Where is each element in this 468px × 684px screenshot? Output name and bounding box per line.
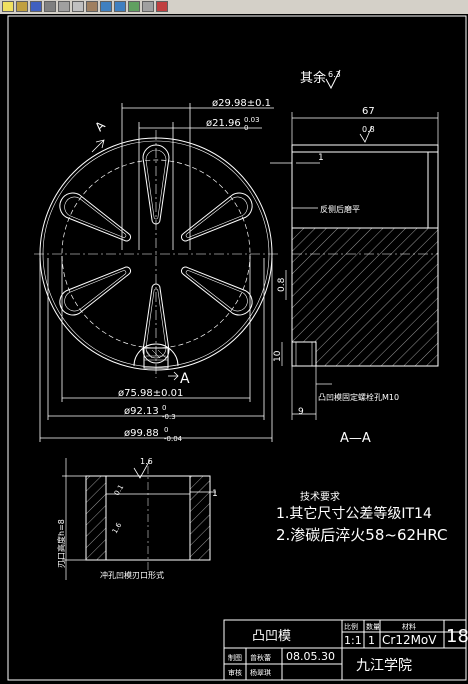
tb-checked-by: 杨翠琪 [250,668,271,677]
title-block-text: 凸凹模 比例 数量 材料 1:1 1 Cr12MoV 18 制图 曾秋蕾 08.… [228,622,468,677]
dim-length: 67 [362,106,375,117]
dim-d4-tol-lo: -0.3 [162,413,176,421]
req-item2: 2.渗碳后淬火58~62HRC [276,526,447,544]
slot-inner-6 [64,196,127,238]
slot-inner-1 [145,149,167,220]
slot-3 [180,266,253,316]
plan-view [34,130,280,378]
roughness-rest-value: 6.3 [328,70,341,79]
dim-d4: ø92.13 [124,406,159,417]
cad-drawing: ø29.98±0.1 ø21.96 0.03 0 ø75.98±0.01 ø92… [0,14,468,684]
section-screw-thread [295,342,313,366]
toolbar [0,0,468,15]
undo-icon[interactable] [100,1,112,12]
section-screw-hole [291,341,317,367]
tb-check-label: 审核 [228,668,242,677]
dim-gap: 1 [318,153,324,163]
detail-one: 1 [212,489,218,499]
screw-boss [133,343,179,367]
save-icon[interactable] [30,1,42,12]
roughness-rest-label: 其余 [300,70,326,86]
new-icon[interactable] [2,1,14,12]
paste-icon[interactable] [86,1,98,12]
screw-hole [143,347,169,369]
tb-drawn-label: 制图 [228,653,242,662]
dim-d1: ø29.98±0.1 [212,98,271,109]
section-dim-text: 67 0.8 1 反侧后磨平 0.8 10 9 凸凹模固定螺栓孔M10 A—A [273,106,399,446]
roughness-rest: 其余 6.3 [300,69,341,90]
dim-rough: 0.8 [362,125,375,134]
slot-1 [142,144,170,225]
open-icon[interactable] [16,1,28,12]
print-icon[interactable] [44,1,56,12]
plan-dimensions [39,103,274,442]
dim-d4-tol: 0 [162,404,166,412]
tb-mat-label: 材料 [402,622,416,631]
section-mark-a-bottom: A [180,371,190,387]
tb-part-name: 凸凹模 [252,629,291,644]
detail-roughness-icon [133,459,151,479]
tech-requirements: 技术要求 1.其它尺寸公差等级IT14 2.渗碳后淬火58~62HRC [276,490,447,544]
slot-inner-3 [185,270,248,312]
tb-drawn-by: 曾秋蕾 [250,653,271,662]
dim-nine: 9 [298,407,304,417]
tb-scale: 1:1 [344,634,362,647]
dim-d2: ø21.96 [206,118,241,129]
req-item1: 1.其它尺寸公差等级IT14 [276,505,432,522]
title-block [223,619,467,681]
slot-inner-5 [64,270,127,312]
slot-inner-2 [185,196,248,238]
detail-h: 刃口高度h=8 [56,519,66,568]
detail-view [62,458,216,580]
section-outline [291,144,439,367]
title-block-frame [223,619,467,681]
dim-side-08: 0.8 [277,277,287,292]
copy-icon[interactable] [72,1,84,12]
dim-d3: ø75.98±0.01 [118,388,183,399]
dim-d2-tol-lo: 0 [244,124,248,132]
zoom-icon[interactable] [128,1,140,12]
dim-d5-tol: 0 [164,426,168,434]
note-flatten: 反侧后磨平 [320,204,360,214]
detail-rough: 1.6 [140,457,153,466]
section-label: A—A [340,431,371,446]
slot-2 [180,192,253,242]
dim-d5-tol-lo: -0.04 [164,435,183,443]
section-view [270,112,439,420]
detail-caption: 冲孔凹模刃口形式 [100,570,164,580]
tb-sheet: 18 [446,626,468,647]
req-title: 技术要求 [300,490,340,503]
plan-dim-text: ø29.98±0.1 ø21.96 0.03 0 ø75.98±0.01 ø92… [92,98,271,443]
screw-thread [144,355,168,361]
tb-material: Cr12MoV [382,633,437,647]
slot-inner-4 [145,288,167,359]
cut-icon[interactable] [58,1,70,12]
redo-icon[interactable] [114,1,126,12]
tb-scale-label: 比例 [344,622,358,631]
roughness-symbol-icon [325,69,341,90]
screw-hatch [145,349,167,359]
dim-d2-tol: 0.03 [244,116,260,124]
tb-qty: 1 [368,634,375,647]
tb-school: 九江学院 [356,658,412,674]
pan-icon[interactable] [142,1,154,12]
note-screw: 凸凹模固定螺栓孔M10 [318,392,399,402]
slot-6 [59,192,132,242]
dim-ten: 10 [273,350,283,362]
section-roughness-icon [359,125,373,143]
dim-d5: ø99.88 [124,428,159,439]
layer-icon[interactable] [156,1,168,12]
tb-date: 08.05.30 [286,650,335,663]
tb-qty-label: 数量 [366,622,380,631]
